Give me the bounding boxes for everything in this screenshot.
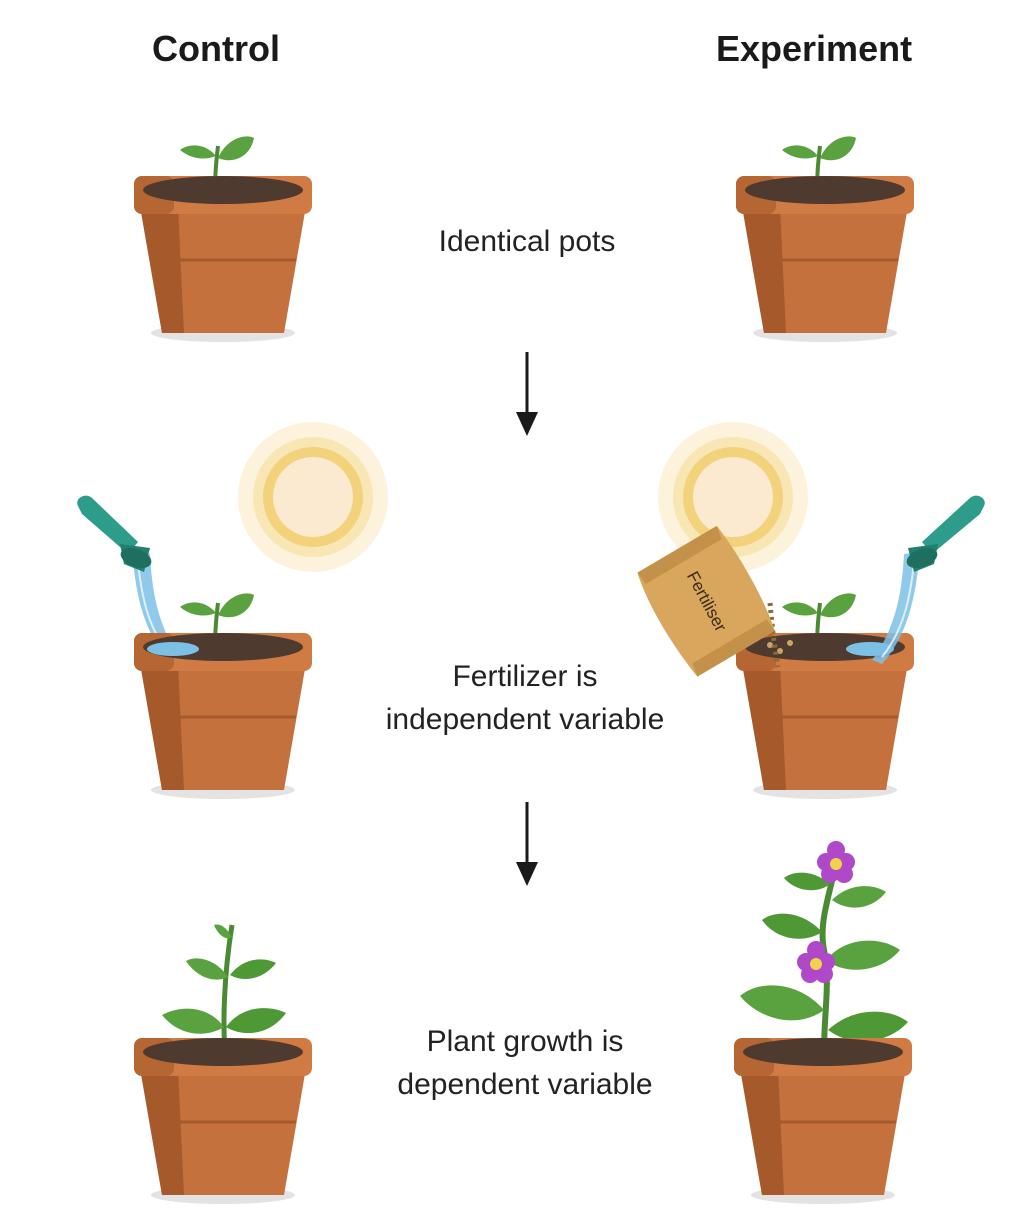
flowering-plant-icon [740, 841, 908, 1071]
flower-icon [817, 841, 855, 883]
seedling-icon [180, 136, 254, 204]
watering-can-icon [872, 495, 985, 664]
sun-icon [238, 422, 388, 572]
caption-dependent-line1: Plant growth is [426, 1025, 624, 1058]
caption-identical-text: Identical pots [438, 225, 616, 258]
control-header: Control [152, 28, 280, 69]
control-seedling-pot [134, 136, 312, 342]
pot-icon [734, 1038, 912, 1204]
caption-dependent-variable: Plant growth is dependent variable [350, 1020, 700, 1106]
fertiliser-bag-icon: Fertiliser [637, 525, 781, 677]
flower-icon [797, 941, 835, 983]
sun-icon [658, 422, 808, 572]
pot-icon [134, 1038, 312, 1204]
experiment-seedling-pot [736, 136, 914, 342]
control-grown-pot [134, 924, 312, 1204]
pot-icon [134, 176, 312, 342]
control-watered-pot [134, 593, 312, 799]
caption-independent-variable: Fertilizer is independent variable [330, 655, 720, 741]
caption-independent-line1: Fertilizer is [452, 660, 598, 693]
caption-identical-pots: Identical pots [362, 220, 692, 263]
caption-independent-line2: independent variable [385, 703, 665, 736]
experiment-watered-pot [736, 593, 914, 799]
pot-icon [134, 633, 312, 799]
arrow-down-icon [516, 352, 538, 436]
pot-icon [736, 176, 914, 342]
arrow-down-icon [516, 802, 538, 886]
experiment-grown-pot [734, 841, 912, 1204]
experiment-header: Experiment [716, 28, 913, 69]
caption-dependent-line2: dependent variable [397, 1068, 653, 1101]
